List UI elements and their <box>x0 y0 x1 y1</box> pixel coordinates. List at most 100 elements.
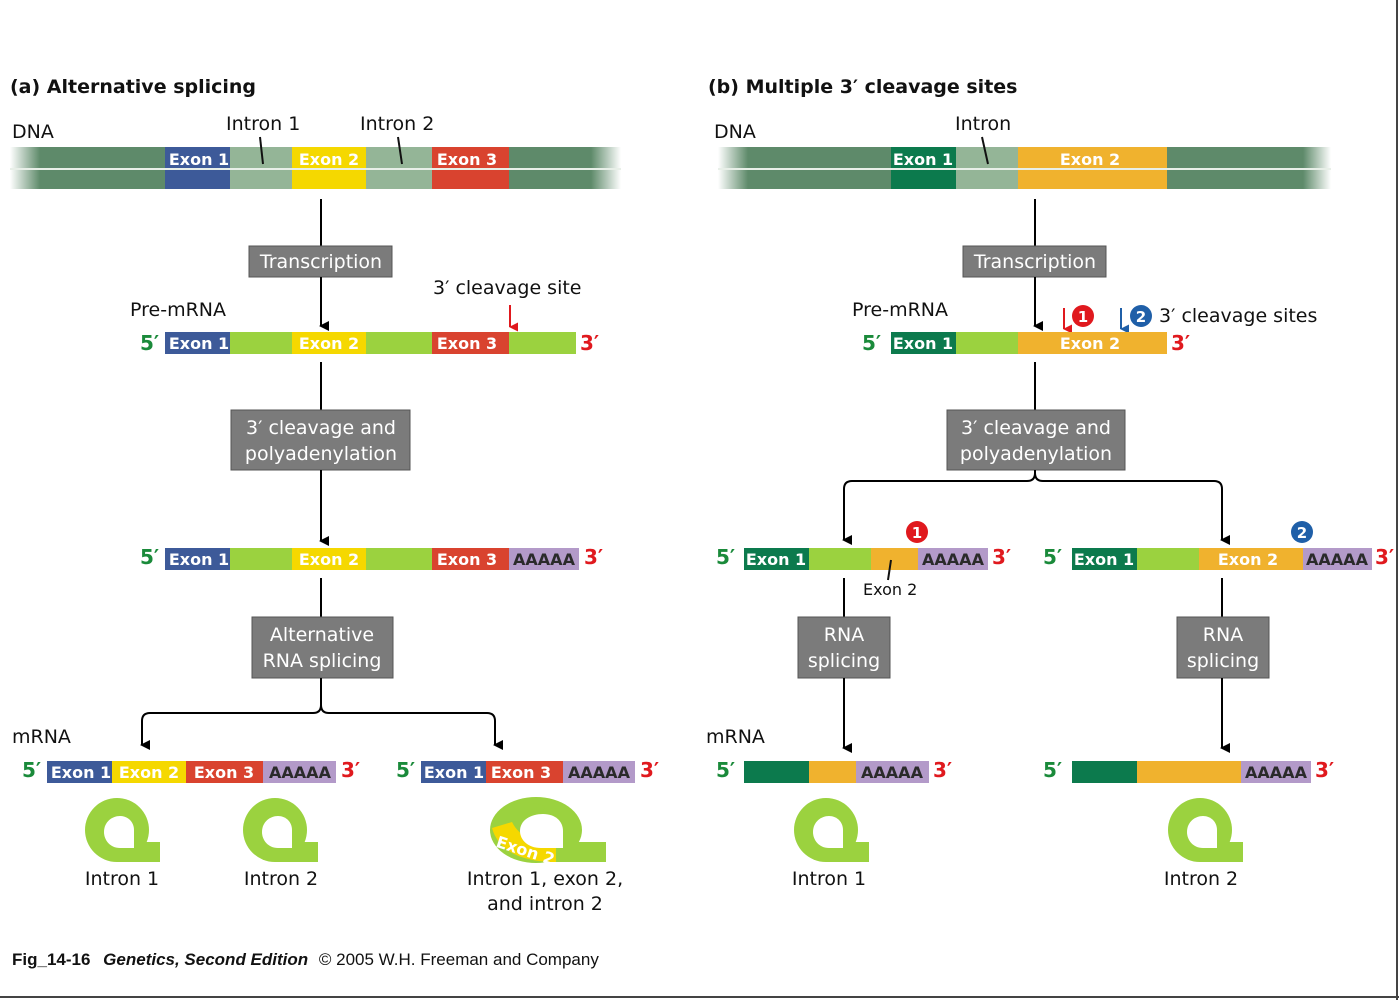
panel-b-cleavage-sites-label: 3′ cleavage sites <box>1159 305 1317 327</box>
panel-b-right-exon2-label: Exon 2 <box>1218 550 1278 569</box>
panel-a-dna-exon3-label: Exon 3 <box>437 150 497 169</box>
panel-b-dna-exon1-label: Exon 1 <box>893 150 953 169</box>
panel-a-pre-mrna: Exon 1 Exon 2 Exon 3 5′ 3′ <box>140 331 599 355</box>
panel-a-m1-three-prime: 3′ <box>341 758 360 782</box>
panel-b-right-site2-badge <box>1291 521 1313 543</box>
caption-copyright: © 2005 W.H. Freeman and Company <box>319 950 599 969</box>
panel-a-splicing-label-2: RNA splicing <box>263 650 382 672</box>
panel-b-pre-mrna-label: Pre-mRNA <box>852 299 948 321</box>
panel-a-cleavage-box <box>230 409 411 471</box>
panel-b-dna-duplex: Exon 1 Exon 2 <box>718 136 1331 189</box>
panel-a-splicing-box <box>251 616 394 679</box>
panel-b-lariat-intron2 <box>1168 798 1243 862</box>
panel-b-right-mrna-three-prime: 3′ <box>1315 758 1334 782</box>
panel-a-lariat2-label: Intron 2 <box>244 868 318 890</box>
panel-a-dna-label: DNA <box>12 121 54 143</box>
panel-a-m2-polya-label: AAAAA <box>568 763 631 782</box>
panel-a-lariat-intron-exon: Exon 2 <box>490 797 606 869</box>
panel-a-dna-exon1-label: Exon 1 <box>169 150 229 169</box>
panel-a-pa-exon1-label: Exon 1 <box>169 550 229 569</box>
panel-a-pre-five-prime: 5′ <box>140 331 159 355</box>
panel-a-pa-exon3-label: Exon 3 <box>437 550 497 569</box>
panel-b-right-polya-label: AAAAA <box>1306 550 1369 569</box>
panel-b-right-mrna-polya-label: AAAAA <box>1245 763 1308 782</box>
panel-a-m1-exon1-label: Exon 1 <box>51 763 111 782</box>
panel-a-pre-exon2-label: Exon 2 <box>299 334 359 353</box>
panel-b-right-splicing-label-1: RNA <box>1203 624 1243 646</box>
panel-b-right-three-prime: 3′ <box>1375 545 1394 569</box>
panel-a-m1-exon3-label: Exon 3 <box>194 763 254 782</box>
panel-b-cleavage-label-1: 3′ cleavage and <box>961 417 1111 439</box>
panel-a: (a) Alternative splicing DNA Intron 1 In… <box>10 76 659 915</box>
panel-a-m1-five-prime: 5′ <box>22 758 41 782</box>
panel-a-m2-exon3-label: Exon 3 <box>491 763 551 782</box>
panel-b-site2-badge <box>1130 305 1152 327</box>
panel-a-cleavage-site-label: 3′ cleavage site <box>433 277 582 299</box>
panel-b-right-polya-rna: Exon 1 Exon 2 AAAAA 5′ 3′ <box>1043 545 1394 570</box>
panel-b-pre-three-prime: 3′ <box>1171 331 1190 355</box>
panel-a-dna-exon2-label: Exon 2 <box>299 150 359 169</box>
panel-b-title: (b) Multiple 3′ cleavage sites <box>708 76 1017 98</box>
panel-b-right-splicing-label-2: splicing <box>1187 650 1259 672</box>
panel-a-dna-duplex: Exon 1 Exon 2 Exon 3 <box>10 136 621 189</box>
panel-a-pre-mrna-label: Pre-mRNA <box>130 299 226 321</box>
panel-b-right-exon1-label: Exon 1 <box>1074 550 1134 569</box>
panel-b-left-polya-label: AAAAA <box>922 550 985 569</box>
panel-a-lariat3-label-2: and intron 2 <box>487 893 603 915</box>
panel-b-site1-badge <box>1072 305 1094 327</box>
panel-b-left-exon1-label: Exon 1 <box>746 550 806 569</box>
panel-a-m2-five-prime: 5′ <box>396 758 415 782</box>
panel-a-transcription-box <box>248 245 393 278</box>
panel-b-left-polya-rna: Exon 1 AAAAA 5′ 3′ <box>716 545 1011 570</box>
panel-b-left-splicing-label-2: splicing <box>808 650 880 672</box>
caption-fig-number: Fig_14-16 <box>12 950 90 969</box>
panel-b-lariat1-label: Intron 1 <box>792 868 866 890</box>
panel-b-pre-five-prime: 5′ <box>862 331 881 355</box>
panel-a-splicing-label-1: Alternative <box>270 624 374 646</box>
panel-a-pre-exon3-label: Exon 3 <box>437 334 497 353</box>
panel-b-lariat-intron1 <box>794 798 869 862</box>
panel-a-lariat3-label-1: Intron 1, exon 2, <box>467 868 623 890</box>
panel-b-pre-mrna: Exon 1 Exon 2 5′ 3′ <box>862 331 1190 355</box>
panel-b-mrna-label: mRNA <box>706 726 765 748</box>
panel-a-pa-polya-label: AAAAA <box>513 550 576 569</box>
panel-b-intron-label: Intron <box>955 113 1011 135</box>
panel-b-lariat2-label: Intron 2 <box>1164 868 1238 890</box>
panel-a-polya-rna: Exon 1 Exon 2 Exon 3 AAAAA 5′ 3′ <box>140 545 603 570</box>
panel-a-pre-exon1-label: Exon 1 <box>169 334 229 353</box>
panel-a-pa-exon2-label: Exon 2 <box>299 550 359 569</box>
panel-b-left-mrna: AAAAA 5′ 3′ <box>716 758 952 783</box>
figure-caption: Fig_14-16 Genetics, Second Edition © 200… <box>12 950 599 969</box>
panel-b-left-splicing-box <box>797 616 891 679</box>
panel-b-pre-exon2-label: Exon 2 <box>1060 334 1120 353</box>
panel-b-dna-label: DNA <box>714 121 756 143</box>
panel-a-lariat1-label: Intron 1 <box>85 868 159 890</box>
panel-a-pre-three-prime: 3′ <box>580 331 599 355</box>
panel-b-cleavage-box <box>946 409 1126 471</box>
panel-b-site1-number: 1 <box>1078 308 1088 326</box>
panel-a-pa-five-prime: 5′ <box>140 545 159 569</box>
panel-b-transcription-box <box>962 245 1107 278</box>
panel-b-transcription-label: Transcription <box>973 251 1096 273</box>
panel-b-right-site2-number: 2 <box>1297 524 1307 542</box>
panel-b-left-five-prime: 5′ <box>716 545 735 569</box>
panel-b-dna-exon2-label: Exon 2 <box>1060 150 1120 169</box>
panel-b-left-site1-badge <box>906 521 928 543</box>
panel-b-left-splicing-label-1: RNA <box>824 624 864 646</box>
panel-a-cleavage-label-2: polyadenylation <box>245 443 397 465</box>
panel-b-site2-number: 2 <box>1136 308 1146 326</box>
panel-a-intron2-label: Intron 2 <box>360 113 434 135</box>
panel-a-m1-exon2-label: Exon 2 <box>119 763 179 782</box>
panel-a-lariat-intron1 <box>85 798 160 862</box>
panel-a-intron1-label: Intron 1 <box>226 113 300 135</box>
panel-b-right-mrna: AAAAA 5′ 3′ <box>1043 758 1334 783</box>
panel-a-mrna-1: Exon 1 Exon 2 Exon 3 AAAAA 5′ 3′ <box>22 758 360 783</box>
panel-b-cleavage-label-2: polyadenylation <box>960 443 1112 465</box>
panel-a-pa-three-prime: 3′ <box>584 545 603 569</box>
panel-a-mrna-label: mRNA <box>12 726 71 748</box>
panel-b-left-three-prime: 3′ <box>992 545 1011 569</box>
panel-a-mrna-2: Exon 1 Exon 3 AAAAA 5′ 3′ <box>396 758 659 783</box>
panel-b-left-site1-number: 1 <box>912 524 922 542</box>
panel-b-right-five-prime: 5′ <box>1043 545 1062 569</box>
